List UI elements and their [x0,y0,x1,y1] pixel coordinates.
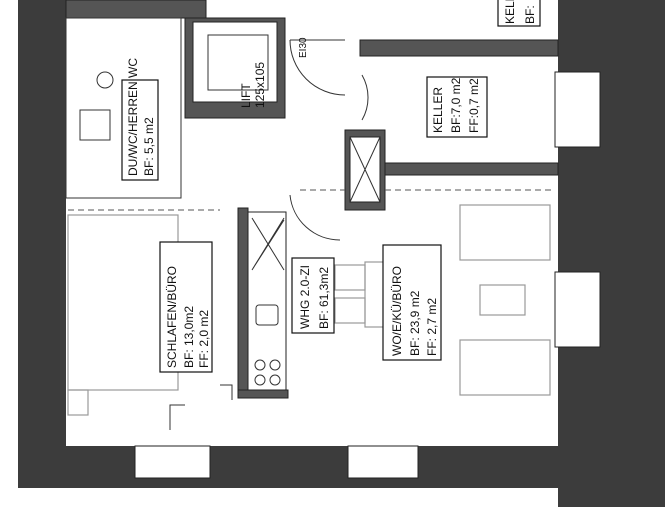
wall-keller-top [359,39,559,57]
window [554,271,601,348]
door-swing [289,194,341,241]
wall-top [65,0,207,19]
lift-size: 125x105 [253,62,267,108]
room-name-lift: LIFT [239,83,253,108]
kitchen-wall [237,207,249,399]
exterior-wall-left [18,0,66,485]
room-name-bathroom: DU/WC/HERREN WC [126,58,140,176]
room-area-keller: BF:7,0 m2 [449,77,463,133]
room-name-keller-2: KELLER [503,0,517,24]
room-ff-wohnen: FF: 2,7 m2 [425,298,439,356]
room-name-schlafen: SCHLAFEN/BÜRO [165,266,179,368]
room-area-bathroom: BF: 5,5 m2 [142,117,156,176]
door-swing [289,39,346,96]
room-area-schlafen: BF: 13,0m2 [182,306,196,368]
room-area-keller-2: BF: [523,5,537,24]
door-swing [361,74,369,121]
room-ff-keller: FF:0,7 m2 [467,78,481,133]
window [134,445,211,479]
apartment-name: WHG 2.0-ZI [298,265,312,329]
exterior-wall-bottom [18,446,608,488]
window [554,71,601,148]
room-ff-schlafen: FF: 2,0 m2 [197,310,211,368]
wall-keller-bottom [384,162,559,176]
room-area-wohnen: BF: 23,9 m2 [408,290,422,356]
room-name-wohnen: WO/E/KÜ/BÜRO [390,266,404,356]
room-name-keller: KELLER [431,87,445,133]
door-rating: EI30 [298,37,309,58]
apartment-area: BF: 61,3m2 [317,267,331,329]
window [347,445,419,479]
